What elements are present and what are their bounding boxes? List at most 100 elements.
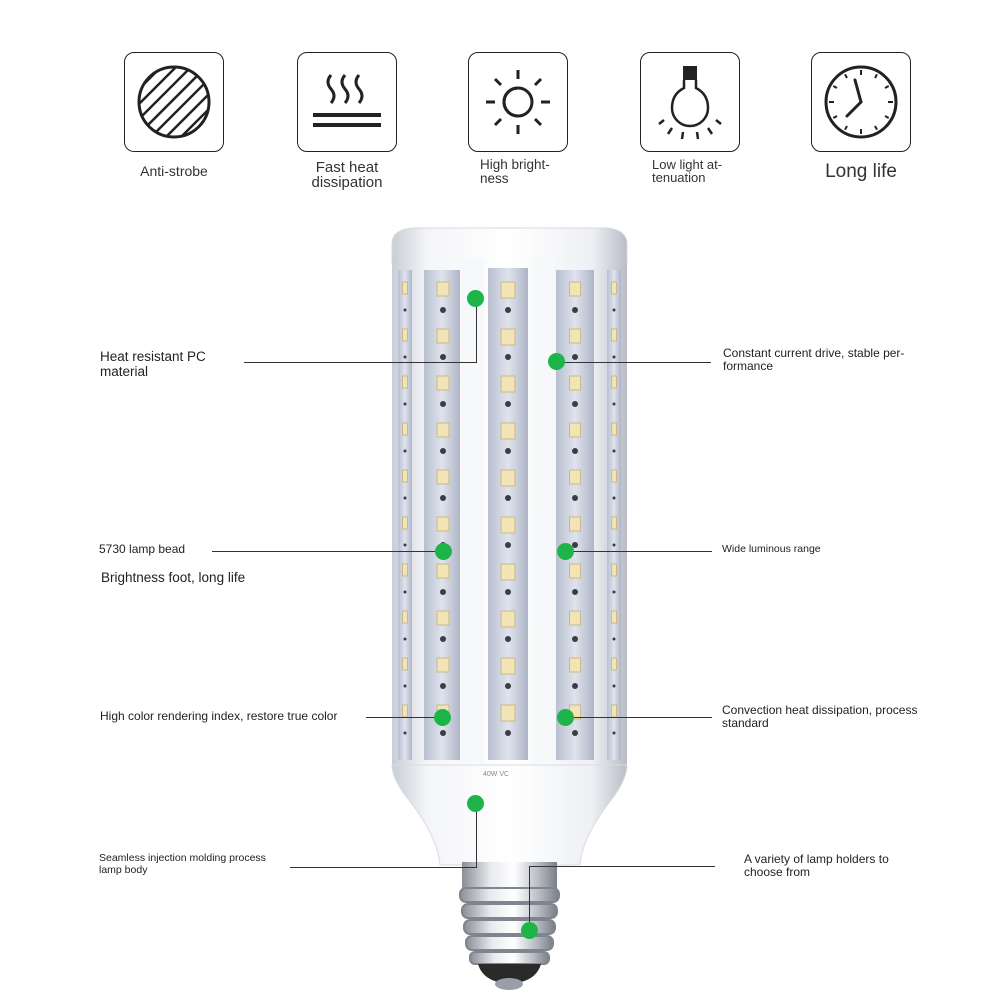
feature-label: Fast heat dissipation (311, 159, 383, 191)
clock-icon (811, 52, 911, 152)
board-hole (505, 636, 511, 642)
led-chip (402, 563, 408, 577)
marker-dot (557, 709, 574, 726)
board-hole (505, 730, 511, 736)
board-hole (440, 730, 446, 736)
board-hole (572, 401, 578, 407)
feature-label: Long life (825, 161, 897, 182)
led-chip (611, 563, 617, 577)
board-hole (612, 637, 616, 641)
led-chip (500, 281, 516, 299)
led-chip (500, 422, 516, 440)
board-hole (440, 448, 446, 454)
board-hole (440, 354, 446, 360)
callout-injection: Seamless injection molding process lamp … (99, 852, 266, 876)
board-hole (572, 307, 578, 313)
callout-line (476, 298, 478, 363)
feature-long-life: Long life (791, 52, 931, 181)
led-chip (500, 516, 516, 534)
led-chip (611, 610, 617, 624)
feature-brightness: High bright- ness (448, 52, 588, 185)
led-chip (569, 375, 581, 391)
callout-line (366, 717, 442, 719)
marker-dot (548, 353, 565, 370)
callout-lamp-bead: 5730 lamp bead (99, 542, 186, 556)
led-chip (402, 375, 408, 389)
led-chip (611, 704, 617, 718)
board-hole (505, 307, 511, 313)
board-hole (403, 402, 407, 406)
callout-convection: Convection heat dissipation, process sta… (722, 703, 918, 731)
led-chip (569, 516, 581, 532)
board-hole (612, 684, 616, 688)
callout-line (556, 362, 711, 364)
board-hole (572, 683, 578, 689)
marker-dot (467, 290, 484, 307)
board-hole (403, 496, 407, 500)
marker-dot (521, 922, 538, 939)
led-chip (436, 422, 450, 438)
led-chip (569, 610, 581, 626)
board-hole (440, 495, 446, 501)
board-hole (403, 543, 407, 547)
board-hole (572, 730, 578, 736)
heat-dissipation-icon (297, 52, 397, 152)
led-chip (569, 281, 581, 297)
led-chip (436, 281, 450, 297)
led-chip (402, 469, 408, 483)
board-hole (403, 684, 407, 688)
board-hole (403, 308, 407, 312)
led-chip (569, 422, 581, 438)
board-hole (505, 401, 511, 407)
led-chip (611, 375, 617, 389)
svg-text:40W VC: 40W VC (483, 771, 509, 778)
led-chip (402, 704, 408, 718)
board-hole (612, 308, 616, 312)
marker-dot (557, 543, 574, 560)
board-hole (612, 731, 616, 735)
callout-line (529, 866, 715, 868)
board-hole (440, 307, 446, 313)
callout-line (565, 717, 712, 719)
led-chip (569, 328, 581, 344)
board-hole (440, 636, 446, 642)
led-chip (402, 610, 408, 624)
board-hole (612, 496, 616, 500)
feature-heat: Fast heat dissipation (277, 52, 417, 190)
feature-anti-strobe: Anti-strobe (104, 52, 244, 178)
led-chip (569, 563, 581, 579)
led-chip (402, 657, 408, 671)
board-hole (572, 495, 578, 501)
led-chip (436, 375, 450, 391)
led-chip (569, 469, 581, 485)
board-hole (505, 683, 511, 689)
marker-dot (434, 709, 451, 726)
led-chip (500, 469, 516, 487)
board-hole (505, 589, 511, 595)
marker-dot (467, 795, 484, 812)
led-chip (436, 328, 450, 344)
callout-line (476, 804, 478, 868)
led-chip (402, 422, 408, 436)
anti-strobe-icon (124, 52, 224, 152)
callout-lamp-holders: A variety of lamp holders to choose from (744, 852, 889, 880)
led-chip (500, 328, 516, 346)
board-hole (612, 449, 616, 453)
callout-line (565, 551, 712, 553)
feature-low-attenuation: Low light at- tenuation (620, 52, 760, 184)
board-hole (572, 589, 578, 595)
board-hole (572, 542, 578, 548)
led-chip (569, 657, 581, 673)
board-hole (440, 683, 446, 689)
board-hole (505, 495, 511, 501)
board-hole (572, 354, 578, 360)
led-chip (436, 563, 450, 579)
board-hole (572, 636, 578, 642)
board-hole (403, 449, 407, 453)
callout-line (244, 362, 477, 364)
board-hole (403, 731, 407, 735)
board-hole (572, 448, 578, 454)
led-chip (611, 657, 617, 671)
callout-line (212, 551, 442, 553)
led-chip (500, 657, 516, 675)
